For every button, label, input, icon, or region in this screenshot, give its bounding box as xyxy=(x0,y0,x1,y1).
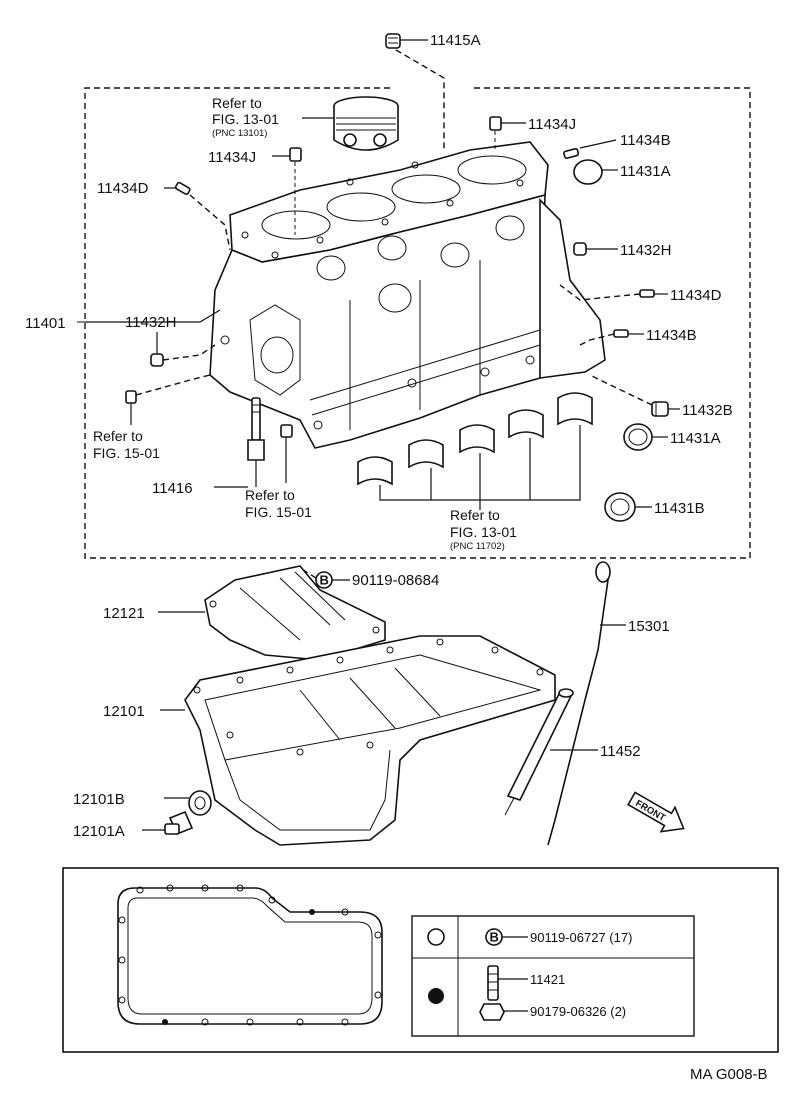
bolt-marker-letter: B xyxy=(320,573,329,588)
dipstick-guide-11452 xyxy=(504,688,598,816)
plug-11431A-top xyxy=(573,159,618,185)
label-11434J-right: 11434J xyxy=(528,116,576,133)
legend-row2b-text: 90179-06326 (2) xyxy=(530,1004,626,1019)
legend-row1-marker: B xyxy=(490,930,499,945)
dipstick-15301 xyxy=(547,561,626,846)
label-11415A: 11415A xyxy=(430,32,481,49)
label-11432H-left: 11432H xyxy=(125,314,176,331)
legend-row1-text: 90119-06727 (17) xyxy=(530,930,632,945)
ref-bearing-line2: FIG. 13-01 xyxy=(450,524,517,540)
front-direction-arrow: FRONT xyxy=(627,791,685,833)
ref-piston-pnc: (PNC 13101) xyxy=(212,128,267,139)
label-11431A-top: 11431A xyxy=(620,163,671,180)
dowel-center-fig15 xyxy=(280,424,293,483)
label-11434J-left: 11434J xyxy=(208,149,256,166)
drain-gasket-12101B xyxy=(164,790,212,816)
plug-11431A-mid xyxy=(623,423,668,451)
plug-11415A xyxy=(385,33,445,150)
label-11452: 11452 xyxy=(600,743,641,760)
label-11431B: 11431B xyxy=(654,500,705,517)
dowel-11434J-right xyxy=(489,116,526,150)
assembly-frame xyxy=(77,87,751,559)
pin-11434B-mid xyxy=(579,329,644,346)
stud-11416 xyxy=(214,397,265,488)
bolt-marker-90119-08684: B xyxy=(289,567,350,589)
legend-row1: B xyxy=(485,928,528,946)
pin-11434B-top xyxy=(563,139,617,160)
label-11432B: 11432B xyxy=(682,402,733,419)
label-15301: 15301 xyxy=(628,618,670,635)
label-11434D-right: 11434D xyxy=(670,287,722,304)
ref-fig15b-line2: FIG. 15-01 xyxy=(245,504,312,520)
legend-row2-nut xyxy=(479,1003,528,1021)
label-11432H-right: 11432H xyxy=(620,242,671,259)
figure-code: MA G008-B xyxy=(690,1066,768,1083)
label-11401: 11401 xyxy=(25,315,66,332)
ref-piston-line1: Refer to xyxy=(212,95,262,111)
label-12121: 12121 xyxy=(103,605,145,622)
oil-pan-12101 xyxy=(160,635,556,846)
dowel-left-fig15 xyxy=(125,374,211,425)
label-11431A-mid: 11431A xyxy=(670,430,721,447)
label-11416: 11416 xyxy=(152,480,193,497)
plug-11432B xyxy=(589,374,680,417)
dowel-11434J-left xyxy=(272,147,302,235)
label-12101A: 12101A xyxy=(73,823,125,840)
drain-plug-12101A xyxy=(142,810,194,836)
plug-11431B xyxy=(604,492,652,522)
plug-11432H-left xyxy=(150,332,216,367)
baffle-plate-12121 xyxy=(158,565,386,661)
ref-fig15b-line1: Refer to xyxy=(245,487,295,503)
ref-fig15a-line2: FIG. 15-01 xyxy=(93,445,160,461)
ref-piston-line2: FIG. 13-01 xyxy=(212,111,279,127)
cylinder-block-drawing xyxy=(85,141,606,449)
label-11434D-left: 11434D xyxy=(97,180,149,197)
inset-box xyxy=(62,867,779,1053)
pin-11434D-right xyxy=(559,284,668,301)
label-11434B-top: 11434B xyxy=(620,132,671,149)
ref-fig15a-line1: Refer to xyxy=(93,428,143,444)
main-bearings xyxy=(357,392,593,510)
piston-drawing xyxy=(302,96,399,151)
label-12101: 12101 xyxy=(103,703,145,720)
legend-row2a-text: 11421 xyxy=(530,972,565,987)
pin-11434D-left xyxy=(164,181,231,251)
label-12101B: 12101B xyxy=(73,791,125,808)
plug-11432H-right xyxy=(573,242,618,256)
ref-bearing-line1: Refer to xyxy=(450,507,500,523)
label-11434B-mid: 11434B xyxy=(646,327,697,344)
ref-bearing-pnc: (PNC 11702) xyxy=(450,541,505,552)
label-90119-08684: 90119-08684 xyxy=(352,572,439,589)
legend-row2-stud xyxy=(487,965,528,1001)
